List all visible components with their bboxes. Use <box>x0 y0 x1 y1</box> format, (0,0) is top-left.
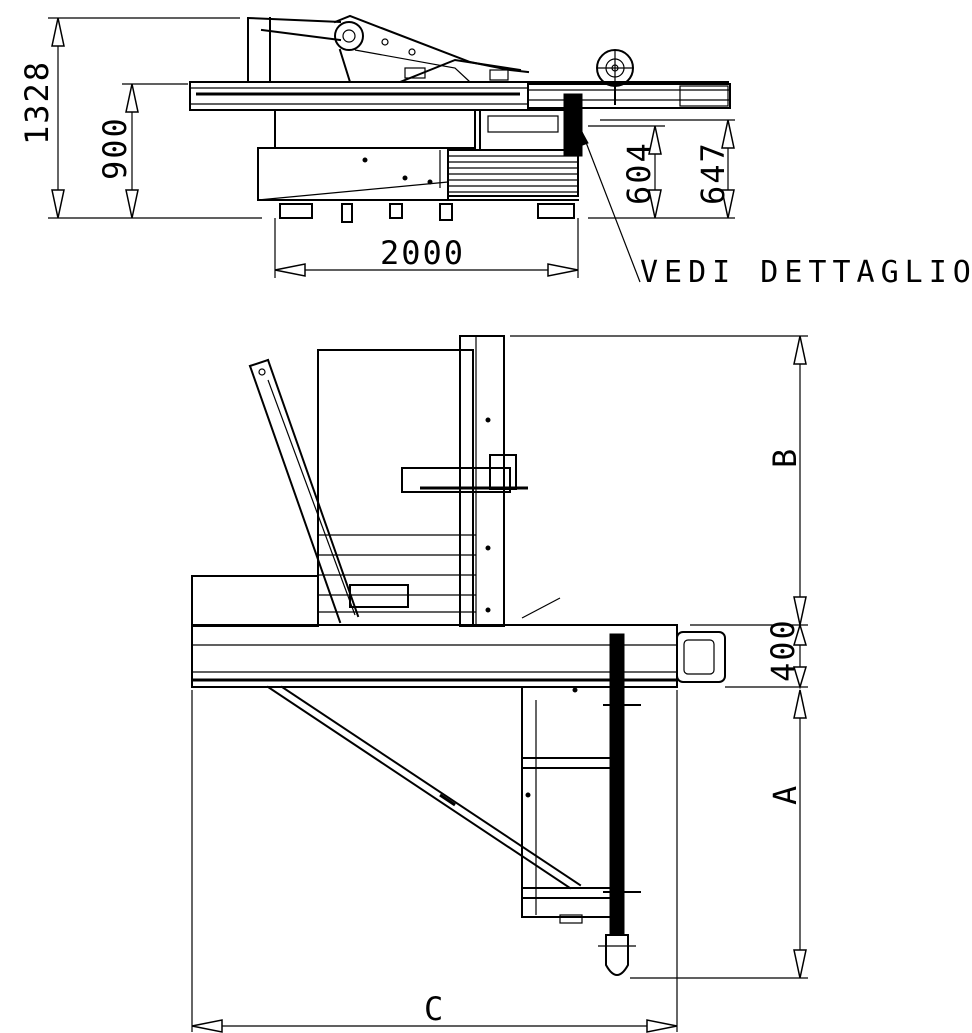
side-view-arm <box>246 14 530 83</box>
dim-1328-label: 1328 <box>18 60 56 145</box>
dim-c: C <box>191 690 678 1033</box>
dim-900-label: 900 <box>96 116 134 180</box>
dim-b-label: B <box>766 447 804 468</box>
dim-b: B <box>510 335 808 626</box>
top-view-table <box>191 624 726 688</box>
detail-note: VEDI DETTAGLIO A <box>640 255 972 290</box>
lower-frame <box>521 686 621 924</box>
detail-leader: VEDI DETTAGLIO A <box>579 130 972 290</box>
dim-a-label: A <box>766 784 804 805</box>
dim-400-label: 400 <box>764 618 802 682</box>
rear-panel <box>317 335 561 627</box>
dim-604-label: 604 <box>620 141 658 205</box>
left-extension <box>191 575 319 627</box>
diagonal-arm <box>248 358 360 624</box>
dim-2000: 2000 <box>274 218 579 278</box>
dim-647-label: 647 <box>694 141 732 205</box>
dim-c-label: C <box>424 990 445 1028</box>
dim-647: 647 <box>600 119 735 219</box>
fence-bar <box>598 633 641 976</box>
side-view: 1328 900 2000 604 <box>18 14 972 290</box>
side-view-table <box>189 81 731 111</box>
dim-604: 604 <box>588 125 735 219</box>
dim-1328: 1328 <box>18 17 262 219</box>
dim-900: 900 <box>96 83 188 219</box>
top-view: B 400 A C <box>191 335 808 1033</box>
dim-2000-label: 2000 <box>380 234 465 272</box>
handwheel-icon <box>596 49 634 105</box>
lower-brace <box>266 685 582 890</box>
side-view-body <box>257 93 583 223</box>
dim-400: 400 <box>725 618 808 690</box>
dim-a: A <box>630 689 808 979</box>
